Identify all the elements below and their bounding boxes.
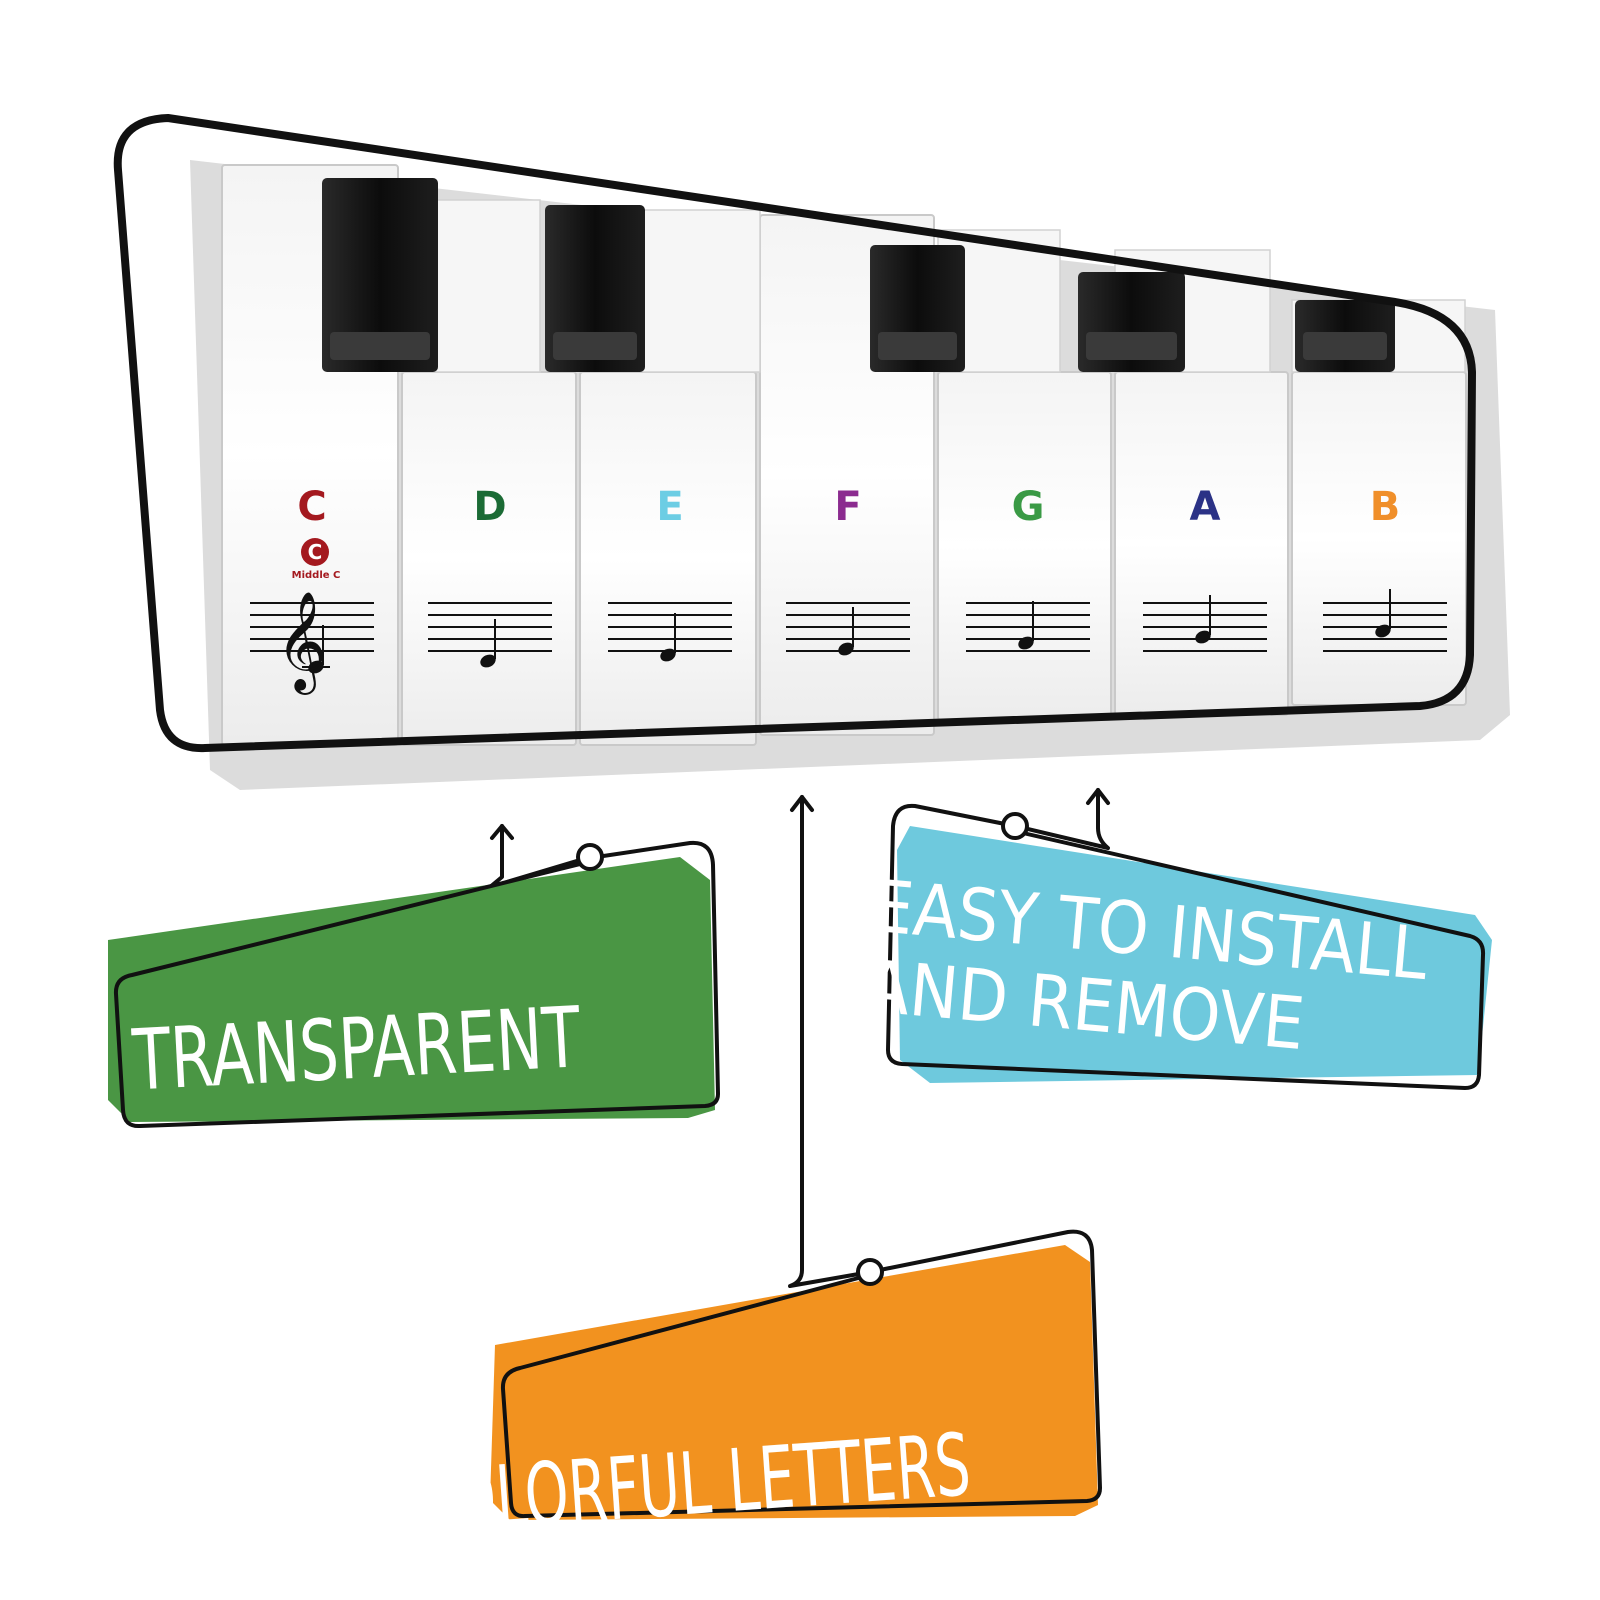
callout-transparent-fill (108, 857, 715, 1122)
callout-arrows (488, 788, 1110, 1288)
middle-c-badge (301, 538, 329, 566)
treble-clef-icon: 𝄞 (276, 591, 327, 695)
piano-keyboard: C D E F G A B 𝄞 C Middle C (113, 114, 1510, 790)
keyboard-outline-frame (113, 114, 1476, 753)
note-letter-c: C (297, 484, 326, 530)
arrowhead-easy (1086, 788, 1110, 805)
white-key (579, 371, 757, 746)
black-key-shine (1303, 332, 1387, 360)
callout-transparent-outline (113, 840, 720, 1129)
black-key (322, 178, 438, 372)
note-letter-b: B (1370, 484, 1401, 530)
feature-label-transparent: TRANSPARENT (129, 990, 583, 1111)
white-key (937, 371, 1112, 721)
note-head (838, 642, 854, 656)
arrow-easy (1013, 788, 1110, 850)
note-head (660, 648, 676, 662)
white-key (1114, 371, 1289, 716)
note-head (1018, 636, 1034, 650)
black-key-shine (553, 332, 637, 360)
black-key-shine (1086, 332, 1177, 360)
note-head (480, 654, 496, 668)
black-key-shine (878, 332, 957, 360)
callout-transparent: TRANSPARENT (108, 840, 720, 1129)
note-head (1375, 624, 1391, 638)
arrow-colorful (788, 795, 872, 1288)
black-key (545, 205, 645, 372)
note-head (1195, 630, 1211, 644)
callout-colorful-outline (500, 1229, 1102, 1519)
callout-colorful-fill (490, 1245, 1098, 1520)
note-letter-f: F (834, 484, 861, 530)
white-key (1291, 371, 1467, 706)
middle-c-badge-letter: C (308, 540, 323, 564)
white-key (401, 371, 577, 746)
callout-colorful-knob (856, 1258, 884, 1286)
note-head (308, 660, 324, 674)
arrowhead-transparent (490, 824, 514, 840)
note-letter-a: A (1190, 484, 1221, 530)
note-letter-d: D (473, 484, 506, 530)
callout-easy-knob (1001, 812, 1029, 840)
callout-easy-fill (897, 826, 1492, 1083)
note-letter-e: E (656, 484, 683, 530)
note-letter-g: G (1012, 484, 1045, 530)
callout-easy: EASY TO INSTALL AND REMOVE (862, 803, 1492, 1090)
black-keys (322, 178, 1395, 372)
note-stickers: C D E F G A B 𝄞 C Middle C (250, 484, 1447, 695)
callout-colorful: COLORFUL LETTERS (410, 1229, 1102, 1554)
black-key-shine (330, 332, 430, 360)
arrowhead-colorful (790, 795, 814, 812)
middle-c-label: Middle C (292, 570, 341, 581)
callout-easy-outline (886, 803, 1486, 1090)
callout-transparent-knob (576, 843, 604, 871)
